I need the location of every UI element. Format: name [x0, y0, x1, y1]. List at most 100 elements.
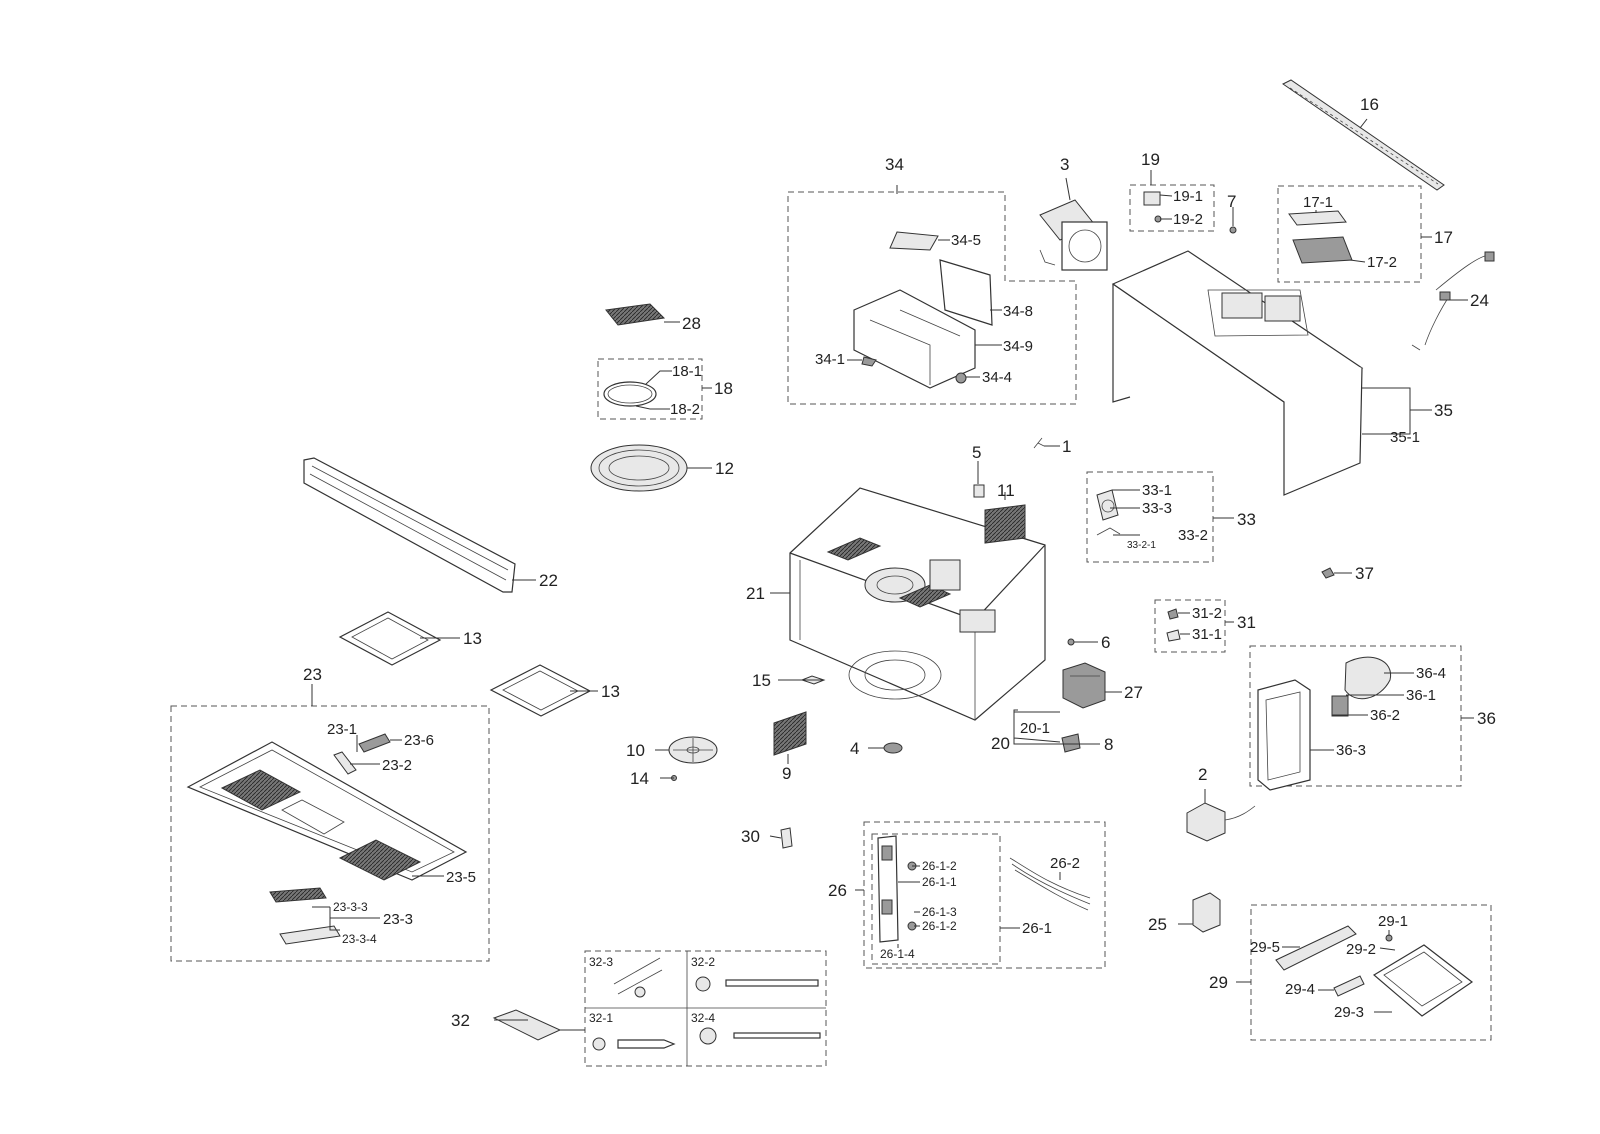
label-23-3-3: 23-3-3: [333, 900, 368, 914]
label-31: 31: [1237, 613, 1256, 632]
part-32-2-bolt: [695, 976, 819, 992]
part-18-roller-ring: [603, 381, 657, 407]
part-23-3-3: [269, 887, 327, 903]
group-23-box: [170, 705, 490, 962]
label-19-2: 19-2: [1173, 211, 1203, 228]
label-18: 18: [714, 379, 733, 398]
part-1-screw: [1033, 437, 1045, 449]
part-22-front-bar: [303, 457, 516, 593]
label-6: 6: [1101, 633, 1110, 652]
label-20: 20: [991, 734, 1010, 753]
label-17-1: 17-1: [1303, 194, 1333, 211]
label-14: 14: [630, 769, 649, 788]
group-18-box: [597, 358, 703, 420]
part-24-power-cord: [1411, 251, 1495, 351]
label-35: 35: [1434, 401, 1453, 420]
label-32-3: 32-3: [589, 955, 613, 969]
label-19-1: 19-1: [1173, 188, 1203, 205]
label-23-1: 23-1: [327, 721, 357, 738]
label-33-3: 33-3: [1142, 500, 1172, 517]
part-19-1: [1143, 191, 1161, 206]
part-23-3-4: [279, 925, 341, 945]
label-31-2: 31-2: [1192, 605, 1222, 622]
label-12: 12: [715, 459, 734, 478]
part-2-capacitor: [1186, 802, 1256, 842]
part-10-turntable-support: [668, 736, 718, 764]
part-36-fan-assembly: [1257, 656, 1392, 791]
label-27: 27: [1124, 683, 1143, 702]
label-4: 4: [850, 739, 859, 758]
label-34: 34: [885, 155, 904, 174]
group-26-1-box: [871, 833, 1001, 965]
label-24: 24: [1470, 291, 1489, 310]
label-7: 7: [1227, 192, 1236, 211]
label-26-1-2-a: 26-1-2: [922, 859, 957, 873]
part-21-oven-cavity: [789, 487, 1046, 721]
group-26-box: [863, 821, 1106, 969]
label-15: 15: [752, 671, 771, 690]
part-35-outer-cabinet: [1111, 250, 1364, 496]
label-36-3: 36-3: [1336, 742, 1366, 759]
label-17: 17: [1434, 228, 1453, 247]
label-36: 36: [1477, 709, 1496, 728]
label-29-4: 29-4: [1285, 981, 1315, 998]
label-29: 29: [1209, 973, 1228, 992]
part-26-2-wire-harness: [1009, 857, 1091, 911]
part-3-fan-motor: [1039, 199, 1108, 271]
part-32-4-bolt: [699, 1027, 821, 1045]
part-13-panel-a: [338, 611, 442, 666]
label-28: 28: [682, 314, 701, 333]
label-10: 10: [626, 741, 645, 760]
label-5: 5: [972, 443, 981, 462]
part-12-glass-tray: [590, 444, 688, 492]
label-32-4: 32-4: [691, 1011, 715, 1025]
callout-labels: 16 34 3 19 19-1 19-2 7 17-1 17-2 17 24 3…: [303, 95, 1496, 1030]
label-36-2: 36-2: [1370, 707, 1400, 724]
label-1: 1: [1062, 437, 1071, 456]
label-23-5: 23-5: [446, 869, 476, 886]
label-23: 23: [303, 665, 322, 684]
group-29-box: [1250, 904, 1492, 1041]
label-34-4: 34-4: [982, 369, 1012, 386]
part-5-fuse: [973, 484, 985, 498]
label-33-1: 33-1: [1142, 482, 1172, 499]
part-23-1: [333, 751, 357, 775]
part-31-1: [1166, 629, 1181, 642]
part-9-grille: [773, 711, 807, 756]
part-16-vent-strip: [1282, 79, 1445, 191]
label-33-2: 33-2: [1178, 527, 1208, 544]
part-20-switch: [1061, 733, 1081, 753]
label-36-4: 36-4: [1416, 665, 1446, 682]
label-30: 30: [741, 827, 760, 846]
group-32-box: [584, 950, 827, 1067]
part-23-6: [358, 733, 391, 753]
part-31-2: [1167, 608, 1179, 620]
label-35-1: 35-1: [1390, 429, 1420, 446]
part-34-4: [955, 372, 967, 384]
label-11: 11: [997, 481, 1015, 500]
label-34-8: 34-8: [1003, 303, 1033, 320]
label-23-3-4: 23-3-4: [342, 932, 377, 946]
part-29-5: [1275, 925, 1357, 971]
part-4-motor: [883, 742, 903, 754]
label-37: 37: [1355, 564, 1374, 583]
label-16: 16: [1360, 95, 1379, 114]
part-30-bracket: [780, 827, 793, 849]
label-19: 19: [1141, 150, 1160, 169]
label-34-1: 34-1: [815, 351, 845, 368]
leader-lines: [311, 118, 1474, 1031]
label-34-9: 34-9: [1003, 338, 1033, 355]
label-21: 21: [746, 584, 765, 603]
label-23-6: 23-6: [404, 732, 434, 749]
part-27-transformer: [1062, 662, 1106, 709]
part-34-air-duct: [853, 231, 993, 389]
part-26-1-latch-board: [877, 835, 917, 943]
group-19-box: [1129, 184, 1215, 232]
part-32-1-screw: [592, 1037, 676, 1051]
label-26-1-4: 26-1-4: [880, 947, 915, 961]
label-25: 25: [1148, 915, 1167, 934]
label-23-2: 23-2: [382, 757, 412, 774]
label-29-5: 29-5: [1250, 939, 1280, 956]
part-25-bracket: [1192, 892, 1221, 933]
label-2: 2: [1198, 765, 1207, 784]
